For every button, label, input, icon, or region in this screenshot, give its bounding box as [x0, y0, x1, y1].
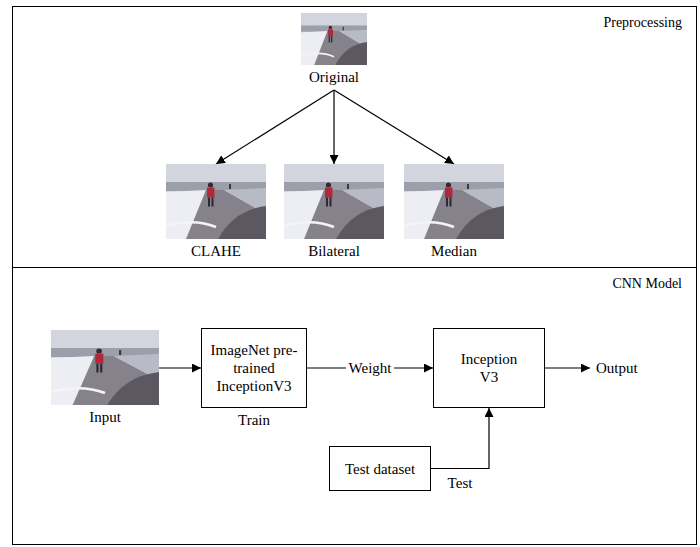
box-outline: ImageNet pre-trained InceptionV3 — [201, 328, 307, 408]
connector-arrow — [334, 90, 454, 164]
connector-arrow — [333, 90, 334, 164]
connector-arrow — [431, 408, 489, 469]
road-photo — [404, 164, 504, 239]
output-arrow — [545, 367, 590, 368]
image-thumbnail: Bilateral — [284, 164, 384, 260]
box-label: ImageNet pre-trained InceptionV3 — [207, 341, 301, 395]
image-thumbnail: Input — [51, 330, 159, 426]
image-caption: Median — [404, 243, 504, 260]
image-thumbnail: Original — [301, 13, 367, 86]
connector-arrow — [307, 367, 433, 368]
image-caption: Bilateral — [284, 243, 384, 260]
section-panel: OriginalCLAHE Bilateral Median Preprocessin… — [12, 6, 697, 268]
image-thumbnail: Median — [404, 164, 504, 260]
process-box: ImageNet pre-trained InceptionV3Train — [201, 328, 307, 429]
box-label: Test dataset — [345, 460, 415, 478]
road-photo — [301, 13, 367, 65]
road-photo — [284, 164, 384, 239]
road-photo — [51, 330, 159, 405]
image-caption: Input — [51, 409, 159, 426]
road-photo — [166, 164, 266, 239]
box-outline: Inception V3 — [433, 328, 545, 408]
edge-label: Weight — [346, 360, 395, 377]
section-panel: Input ImageNet pre-trained InceptionV3Tra… — [12, 268, 697, 545]
process-box: Test dataset — [329, 446, 431, 491]
image-thumbnail: CLAHE — [166, 164, 266, 260]
box-label: Inception V3 — [454, 350, 524, 386]
box-caption: Train — [201, 412, 307, 429]
connector-arrow — [216, 90, 334, 164]
panel-heading: Preprocessing — [603, 15, 682, 31]
box-outline: Test dataset — [329, 446, 431, 491]
image-caption: CLAHE — [166, 243, 266, 260]
edge-label: Test — [445, 475, 476, 492]
connector-arrow — [159, 367, 201, 368]
process-box: Inception V3 — [433, 328, 545, 408]
output-label: Output — [596, 360, 638, 377]
panel-heading: CNN Model — [612, 276, 682, 292]
image-caption: Original — [301, 69, 367, 86]
